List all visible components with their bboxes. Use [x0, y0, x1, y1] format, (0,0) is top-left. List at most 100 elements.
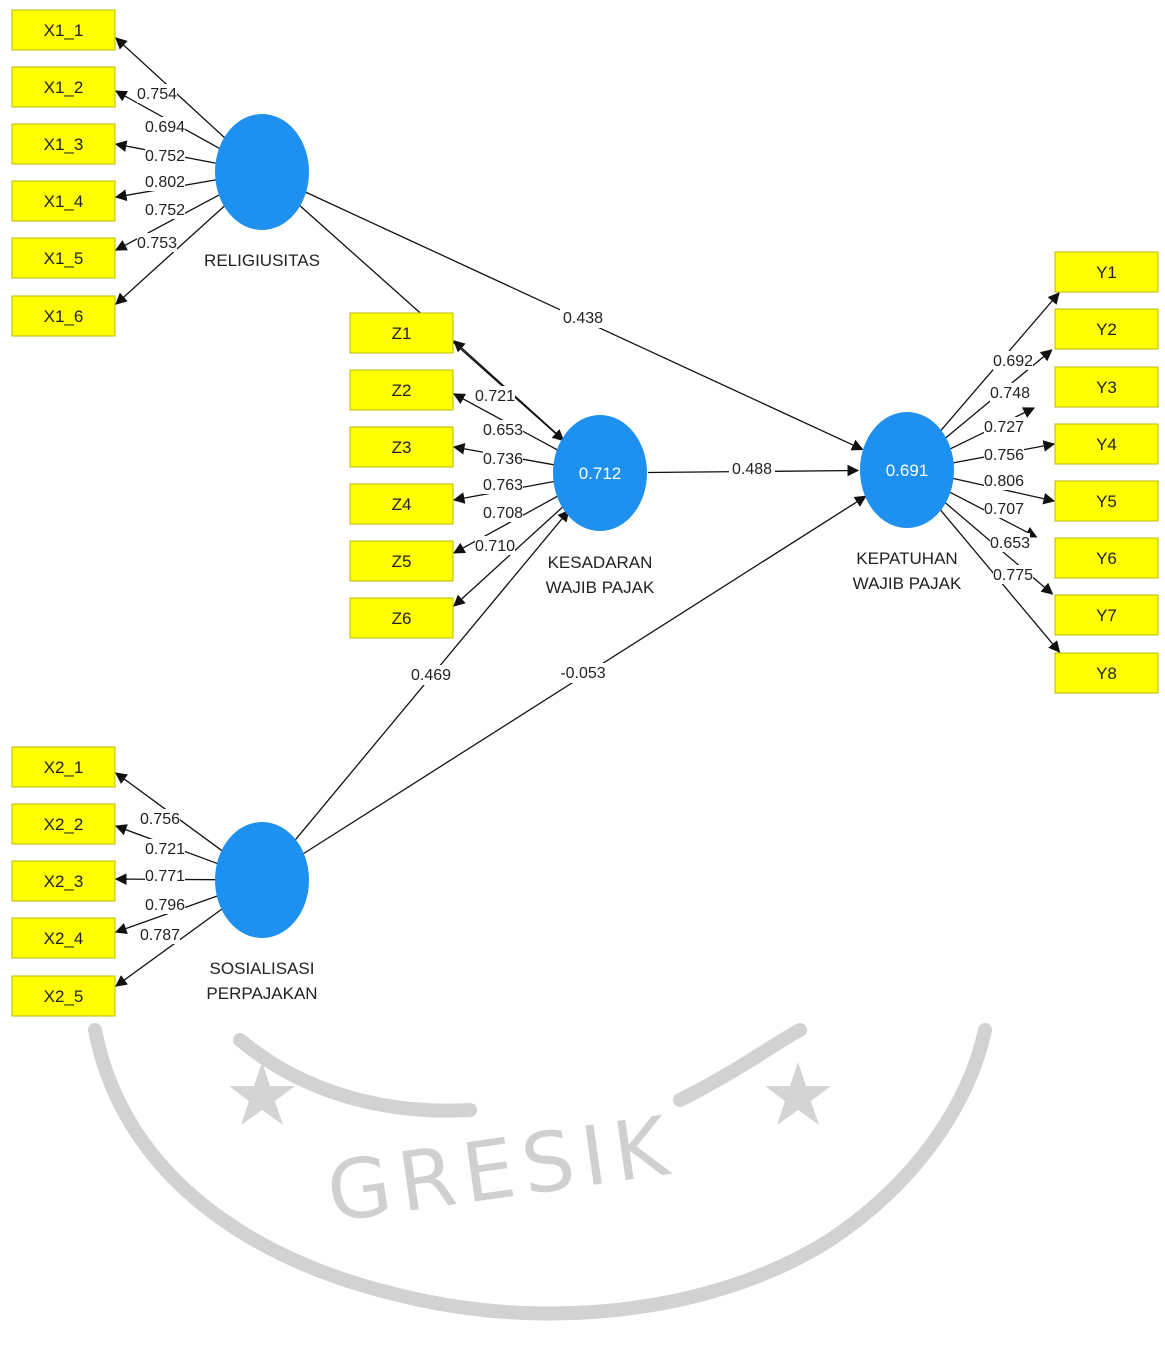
- indicator-label: X1_1: [44, 21, 84, 40]
- indicator-label: Y6: [1096, 549, 1117, 568]
- loading-background: [993, 351, 1033, 370]
- outer-loading: 0.806: [984, 473, 1024, 490]
- indicator-label: Y3: [1096, 378, 1117, 397]
- outer-loading: 0.796: [145, 897, 185, 914]
- latent-variable-name: KEPATUHAN: [856, 549, 957, 568]
- indicator-box[interactable]: [349, 426, 454, 468]
- loading-background: [140, 925, 180, 944]
- outer-loading: 0.710: [475, 538, 515, 555]
- outer-loading: 0.756: [140, 811, 180, 828]
- loading-background: [984, 499, 1024, 518]
- indicator-box[interactable]: [11, 237, 116, 279]
- outer-loading: 0.775: [993, 567, 1033, 584]
- outer-loading: 0.708: [483, 505, 523, 522]
- outer-loading: 0.802: [145, 174, 185, 191]
- indicator-label: Y8: [1096, 664, 1117, 683]
- indicator-label: Y1: [1096, 263, 1117, 282]
- indicator-label: X1_2: [44, 78, 84, 97]
- outer-loading: 0.754: [137, 86, 177, 103]
- indicator-box[interactable]: [349, 369, 454, 411]
- outer-loading: 0.787: [140, 927, 180, 944]
- loading-arrow: [115, 202, 229, 305]
- outer-loading: 0.721: [475, 388, 515, 405]
- watermark-seal: GRESIK: [88, 1023, 992, 1321]
- loading-background: [483, 503, 523, 522]
- indicator-label: X1_3: [44, 135, 84, 154]
- indicator-box[interactable]: [1054, 480, 1159, 522]
- indicator-label: Z6: [392, 609, 412, 628]
- indicator-label: Z2: [392, 381, 412, 400]
- loading-arrow: [114, 193, 222, 251]
- latent-variable-kes[interactable]: [553, 415, 647, 531]
- r-squared-value: 0.712: [579, 464, 622, 483]
- path-coefficient: 0.469: [411, 667, 451, 684]
- loading-background: [145, 200, 185, 219]
- loading-background: [145, 866, 185, 885]
- loading-background: [145, 146, 185, 165]
- loading-background: [993, 565, 1033, 584]
- indicator-label: Z4: [392, 495, 412, 514]
- outer-loading: 0.763: [483, 477, 523, 494]
- indicator-box[interactable]: [11, 975, 116, 1017]
- latent-variable-rel[interactable]: [215, 114, 309, 230]
- indicator-box[interactable]: [11, 746, 116, 788]
- loading-background: [137, 233, 177, 252]
- loading-background: [145, 172, 185, 191]
- indicator-box[interactable]: [1054, 423, 1159, 465]
- path-coefficient: 0.488: [732, 461, 772, 478]
- outer-loading: 0.707: [984, 501, 1024, 518]
- loading-background: [145, 117, 185, 136]
- latent-variable-sos[interactable]: [215, 822, 309, 938]
- indicator-box[interactable]: [349, 540, 454, 582]
- outer-loading: 0.694: [145, 119, 185, 136]
- latent-variable-name: WAJIB PAJAK: [546, 578, 655, 597]
- latent-variable-name: WAJIB PAJAK: [853, 574, 962, 593]
- indicator-label: X2_4: [44, 929, 84, 948]
- latent-variable-kep[interactable]: [860, 412, 954, 528]
- loading-background: [990, 533, 1030, 552]
- indicator-box[interactable]: [11, 123, 116, 165]
- outer-loading: 0.771: [145, 868, 185, 885]
- latent-variable-name: KESADARAN: [548, 553, 653, 572]
- indicator-box[interactable]: [1054, 594, 1159, 636]
- indicator-box[interactable]: [11, 917, 116, 959]
- indicator-box[interactable]: [11, 860, 116, 902]
- outer-loading: 0.721: [145, 841, 185, 858]
- loading-background: [475, 536, 515, 555]
- coefficient-background: [729, 459, 775, 479]
- indicator-label: X1_6: [44, 307, 84, 326]
- indicator-box[interactable]: [1054, 308, 1159, 350]
- loading-background: [984, 445, 1024, 464]
- outer-loading: 0.752: [145, 202, 185, 219]
- indicator-box[interactable]: [349, 483, 454, 525]
- r-squared-value: 0.691: [886, 461, 929, 480]
- indicator-label: Y5: [1096, 492, 1117, 511]
- coefficient-background: [560, 663, 606, 683]
- indicator-label: Z5: [392, 552, 412, 571]
- outer-loading: 0.756: [984, 447, 1024, 464]
- watermark-text: GRESIK: [321, 1098, 681, 1241]
- indicator-box[interactable]: [1054, 652, 1159, 694]
- outer-loading: 0.736: [483, 451, 523, 468]
- indicator-label: X1_5: [44, 249, 84, 268]
- loading-background: [984, 471, 1024, 490]
- indicator-box[interactable]: [349, 312, 454, 354]
- indicator-box[interactable]: [11, 9, 116, 51]
- star-icon: [229, 1062, 295, 1125]
- outer-loading: 0.748: [990, 385, 1030, 402]
- indicator-box[interactable]: [349, 597, 454, 639]
- indicator-box[interactable]: [11, 180, 116, 222]
- path-coefficient: -0.053: [560, 665, 605, 682]
- loading-background: [483, 420, 523, 439]
- indicator-box[interactable]: [1054, 537, 1159, 579]
- outer-loading: 0.692: [993, 353, 1033, 370]
- indicator-box[interactable]: [11, 803, 116, 845]
- indicator-box[interactable]: [1054, 251, 1159, 293]
- indicator-label: X1_4: [44, 192, 84, 211]
- indicator-box[interactable]: [1054, 366, 1159, 408]
- path-coefficient: 0.438: [563, 310, 603, 327]
- indicator-box[interactable]: [11, 295, 116, 337]
- loading-background: [137, 84, 177, 103]
- outer-loading: 0.752: [145, 148, 185, 165]
- indicator-box[interactable]: [11, 66, 116, 108]
